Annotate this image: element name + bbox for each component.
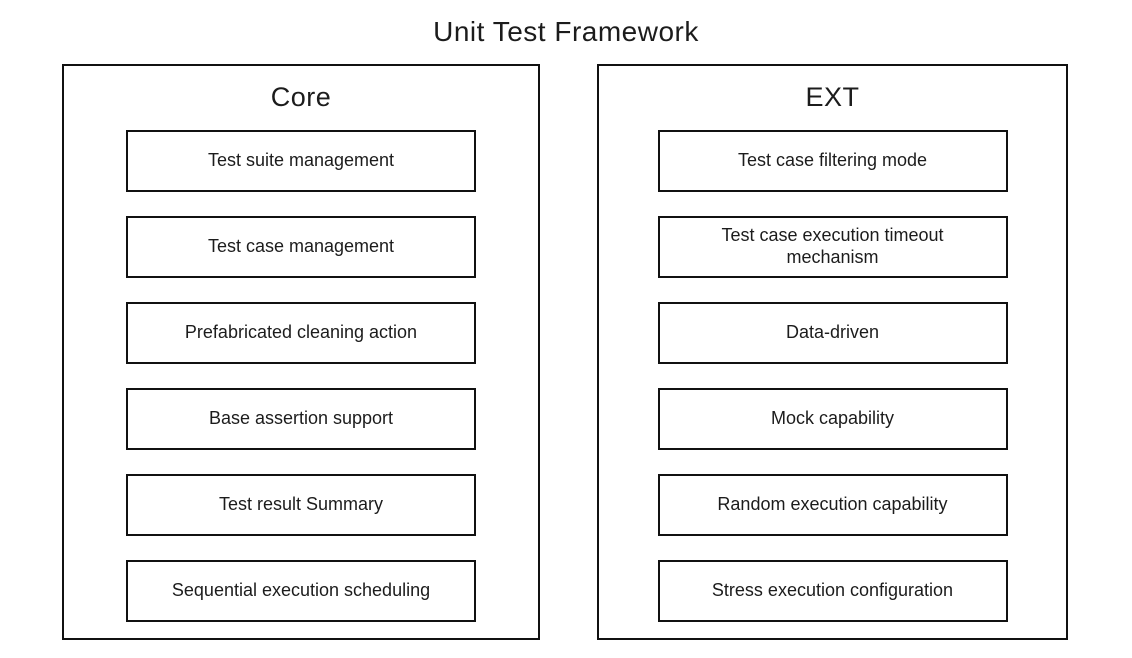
panel-ext-box-stack: Test case filtering mode Test case execu… bbox=[657, 130, 1008, 622]
box-prefabricated-cleaning-action: Prefabricated cleaning action bbox=[126, 302, 476, 364]
box-data-driven: Data-driven bbox=[657, 302, 1008, 364]
box-test-case-execution-timeout-mechanism: Test case execution timeout mechanism bbox=[657, 216, 1008, 278]
box-label: Sequential execution scheduling bbox=[171, 580, 431, 601]
box-label: Prefabricated cleaning action bbox=[184, 322, 418, 343]
box-label: Test result Summary bbox=[218, 494, 384, 515]
panel-core: Core Test suite management Test case man… bbox=[62, 64, 540, 640]
panel-core-box-stack: Test suite management Test case manageme… bbox=[126, 130, 476, 622]
panel-core-title: Core bbox=[270, 82, 332, 112]
box-sequential-execution-scheduling: Sequential execution scheduling bbox=[126, 560, 476, 622]
box-label: Random execution capability bbox=[717, 494, 948, 515]
box-label: Data-driven bbox=[785, 322, 880, 343]
box-label: Test suite management bbox=[207, 150, 395, 171]
box-label: Test case management bbox=[207, 236, 395, 257]
box-label: Stress execution configuration bbox=[711, 580, 954, 601]
box-test-result-summary: Test result Summary bbox=[126, 474, 476, 536]
panel-ext: EXT Test case filtering mode Test case e… bbox=[597, 64, 1068, 640]
box-label: Test case filtering mode bbox=[737, 150, 928, 171]
panel-ext-title: EXT bbox=[805, 82, 860, 112]
box-label: Test case execution timeout mechanism bbox=[721, 225, 944, 267]
box-label: Base assertion support bbox=[208, 408, 394, 429]
diagram-title: Unit Test Framework bbox=[433, 16, 699, 47]
box-stress-execution-configuration: Stress execution configuration bbox=[657, 560, 1008, 622]
box-test-suite-management: Test suite management bbox=[126, 130, 476, 192]
box-test-case-filtering-mode: Test case filtering mode bbox=[657, 130, 1008, 192]
box-random-execution-capability: Random execution capability bbox=[657, 474, 1008, 536]
box-label: Mock capability bbox=[770, 408, 895, 429]
box-test-case-management: Test case management bbox=[126, 216, 476, 278]
box-mock-capability: Mock capability bbox=[657, 388, 1008, 450]
box-base-assertion-support: Base assertion support bbox=[126, 388, 476, 450]
